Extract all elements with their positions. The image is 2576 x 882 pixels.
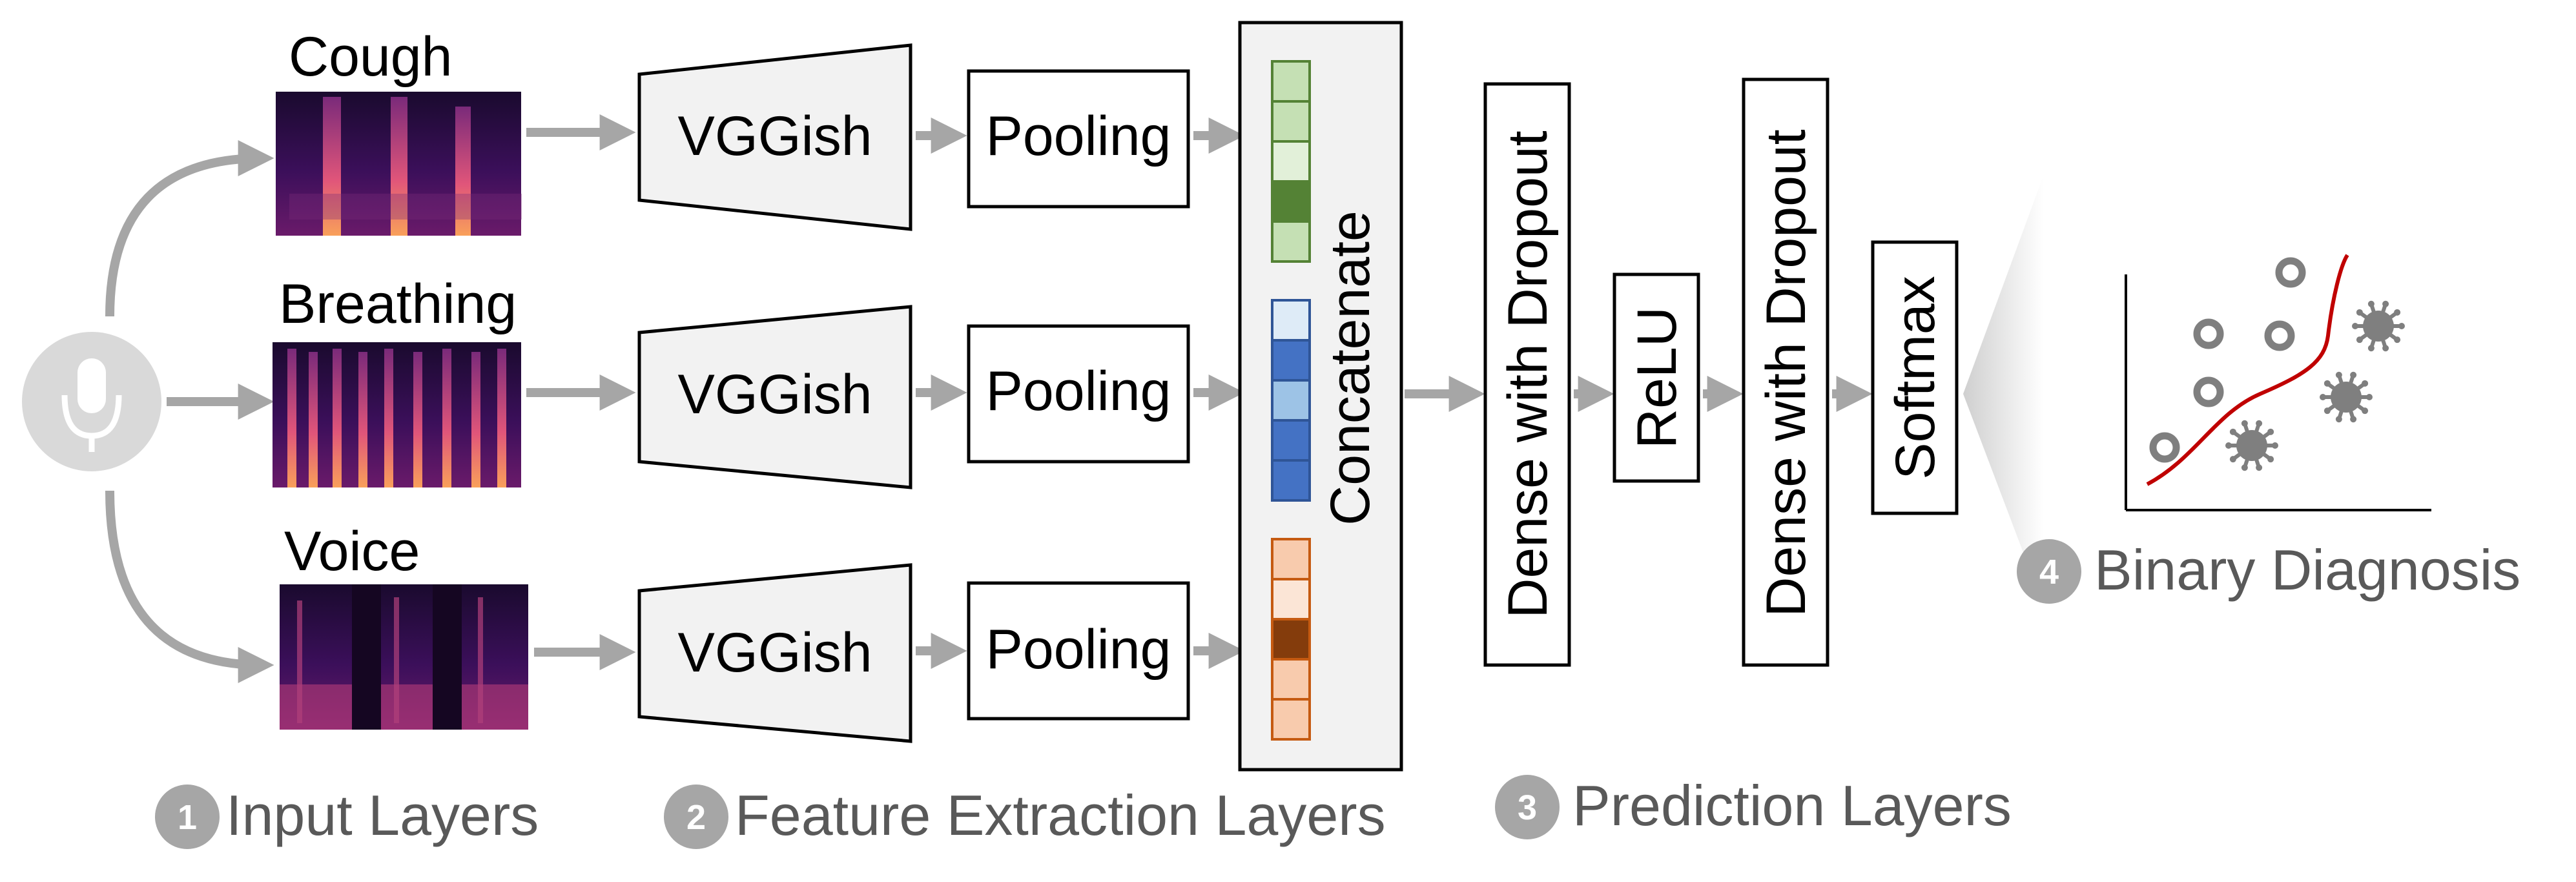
dense-dropout-label-2: Dense with Dropout	[1755, 129, 1817, 617]
pooling-label-voice: Pooling	[986, 619, 1171, 681]
breathing-label: Breathing	[279, 273, 517, 335]
cough-label: Cough	[289, 26, 452, 88]
vggish-block-voice: VGGish	[637, 563, 912, 743]
feature-cell	[1271, 459, 1311, 502]
softmax-label: Softmax	[1884, 276, 1946, 479]
stage-label: Binary Diagnosis	[2094, 538, 2520, 602]
stage-number-badge	[664, 785, 728, 849]
arrow-to-voice	[105, 490, 274, 683]
vggish-label-cough: VGGish	[677, 105, 872, 167]
relu-label: ReLU	[1626, 307, 1688, 449]
stage-2: 2 Feature Extraction Layers	[664, 783, 1386, 849]
zoom-wedge	[1963, 174, 2044, 607]
stage-number: 3	[1518, 788, 1537, 827]
pooling-block-breathing: Pooling	[967, 324, 1190, 464]
feature-cell	[1271, 379, 1311, 422]
stage-number-badge	[155, 785, 220, 849]
stage-number-badge	[1495, 775, 1560, 839]
decision-boundary-curve	[2146, 254, 2349, 486]
feature-cell	[1271, 60, 1311, 103]
cough-spectrogram	[276, 92, 522, 236]
feature-vector-voice	[1271, 538, 1311, 741]
voice-spectrogram	[280, 584, 528, 730]
vggish-label-voice: VGGish	[677, 622, 872, 684]
stage-label: Feature Extraction Layers	[735, 783, 1386, 847]
feature-cell	[1271, 578, 1311, 620]
pooling-block-cough: Pooling	[967, 69, 1190, 209]
microphone-source	[22, 332, 161, 471]
virus-icon	[2352, 300, 2405, 352]
softmax-block: Softmax	[1871, 240, 1959, 515]
pooling-block-voice: Pooling	[967, 581, 1190, 721]
feature-cell	[1271, 419, 1311, 462]
concatenate-block: Concatenate	[1238, 21, 1403, 772]
stage-number: 2	[686, 798, 706, 837]
pooling-label-breathing: Pooling	[986, 360, 1171, 422]
feature-cell	[1271, 140, 1311, 183]
dense-dropout-block-2: Dense with Dropout	[1742, 77, 1829, 667]
circle-icon	[2149, 432, 2180, 463]
voice-label: Voice	[284, 520, 420, 582]
mic-head	[77, 358, 106, 413]
pooling-label-cough: Pooling	[986, 105, 1171, 167]
feature-cell	[1271, 100, 1311, 143]
stage-1: 1 Input Layers	[155, 783, 539, 849]
circle-icon	[2193, 376, 2224, 407]
feature-cell	[1271, 658, 1311, 701]
circle-icon	[2193, 318, 2224, 349]
dense-dropout-label-1: Dense with Dropout	[1497, 130, 1559, 618]
stage-label: Input Layers	[226, 783, 539, 847]
stage-number: 1	[178, 798, 197, 837]
virus-icon	[2320, 371, 2373, 423]
input-arrows	[105, 140, 274, 683]
circle-icon	[2264, 320, 2295, 351]
feature-cell	[1271, 299, 1311, 342]
dense-dropout-block-1: Dense with Dropout	[1483, 82, 1571, 667]
stage-number-badge	[2017, 539, 2081, 604]
vggish-block-breathing: VGGish	[637, 305, 912, 489]
stage-4: 4 Binary Diagnosis	[2017, 538, 2520, 604]
stage-label: Prediction Layers	[1572, 774, 2012, 837]
virus-icon	[2225, 420, 2278, 471]
concatenate-label: Concatenate	[1319, 210, 1381, 526]
stage-3: 3 Prediction Layers	[1495, 774, 2012, 839]
feature-cell	[1271, 698, 1311, 741]
vggish-block-cough: VGGish	[637, 43, 912, 231]
feature-vector-cough	[1271, 60, 1311, 263]
feature-cell	[1271, 220, 1311, 263]
breathing-spectrogram	[273, 342, 521, 487]
circle-icon	[2275, 257, 2306, 288]
feature-cell	[1271, 339, 1311, 382]
feature-cell	[1271, 538, 1311, 580]
arrow-to-cough	[105, 140, 274, 317]
stage-number: 4	[2039, 553, 2059, 591]
feature-cell	[1271, 618, 1311, 661]
vggish-label-breathing: VGGish	[677, 364, 872, 426]
diagnosis-scatter-plot	[2125, 254, 2431, 511]
feature-vector-breathing	[1271, 299, 1311, 502]
feature-cell	[1271, 180, 1311, 223]
relu-block: ReLU	[1613, 272, 1700, 483]
